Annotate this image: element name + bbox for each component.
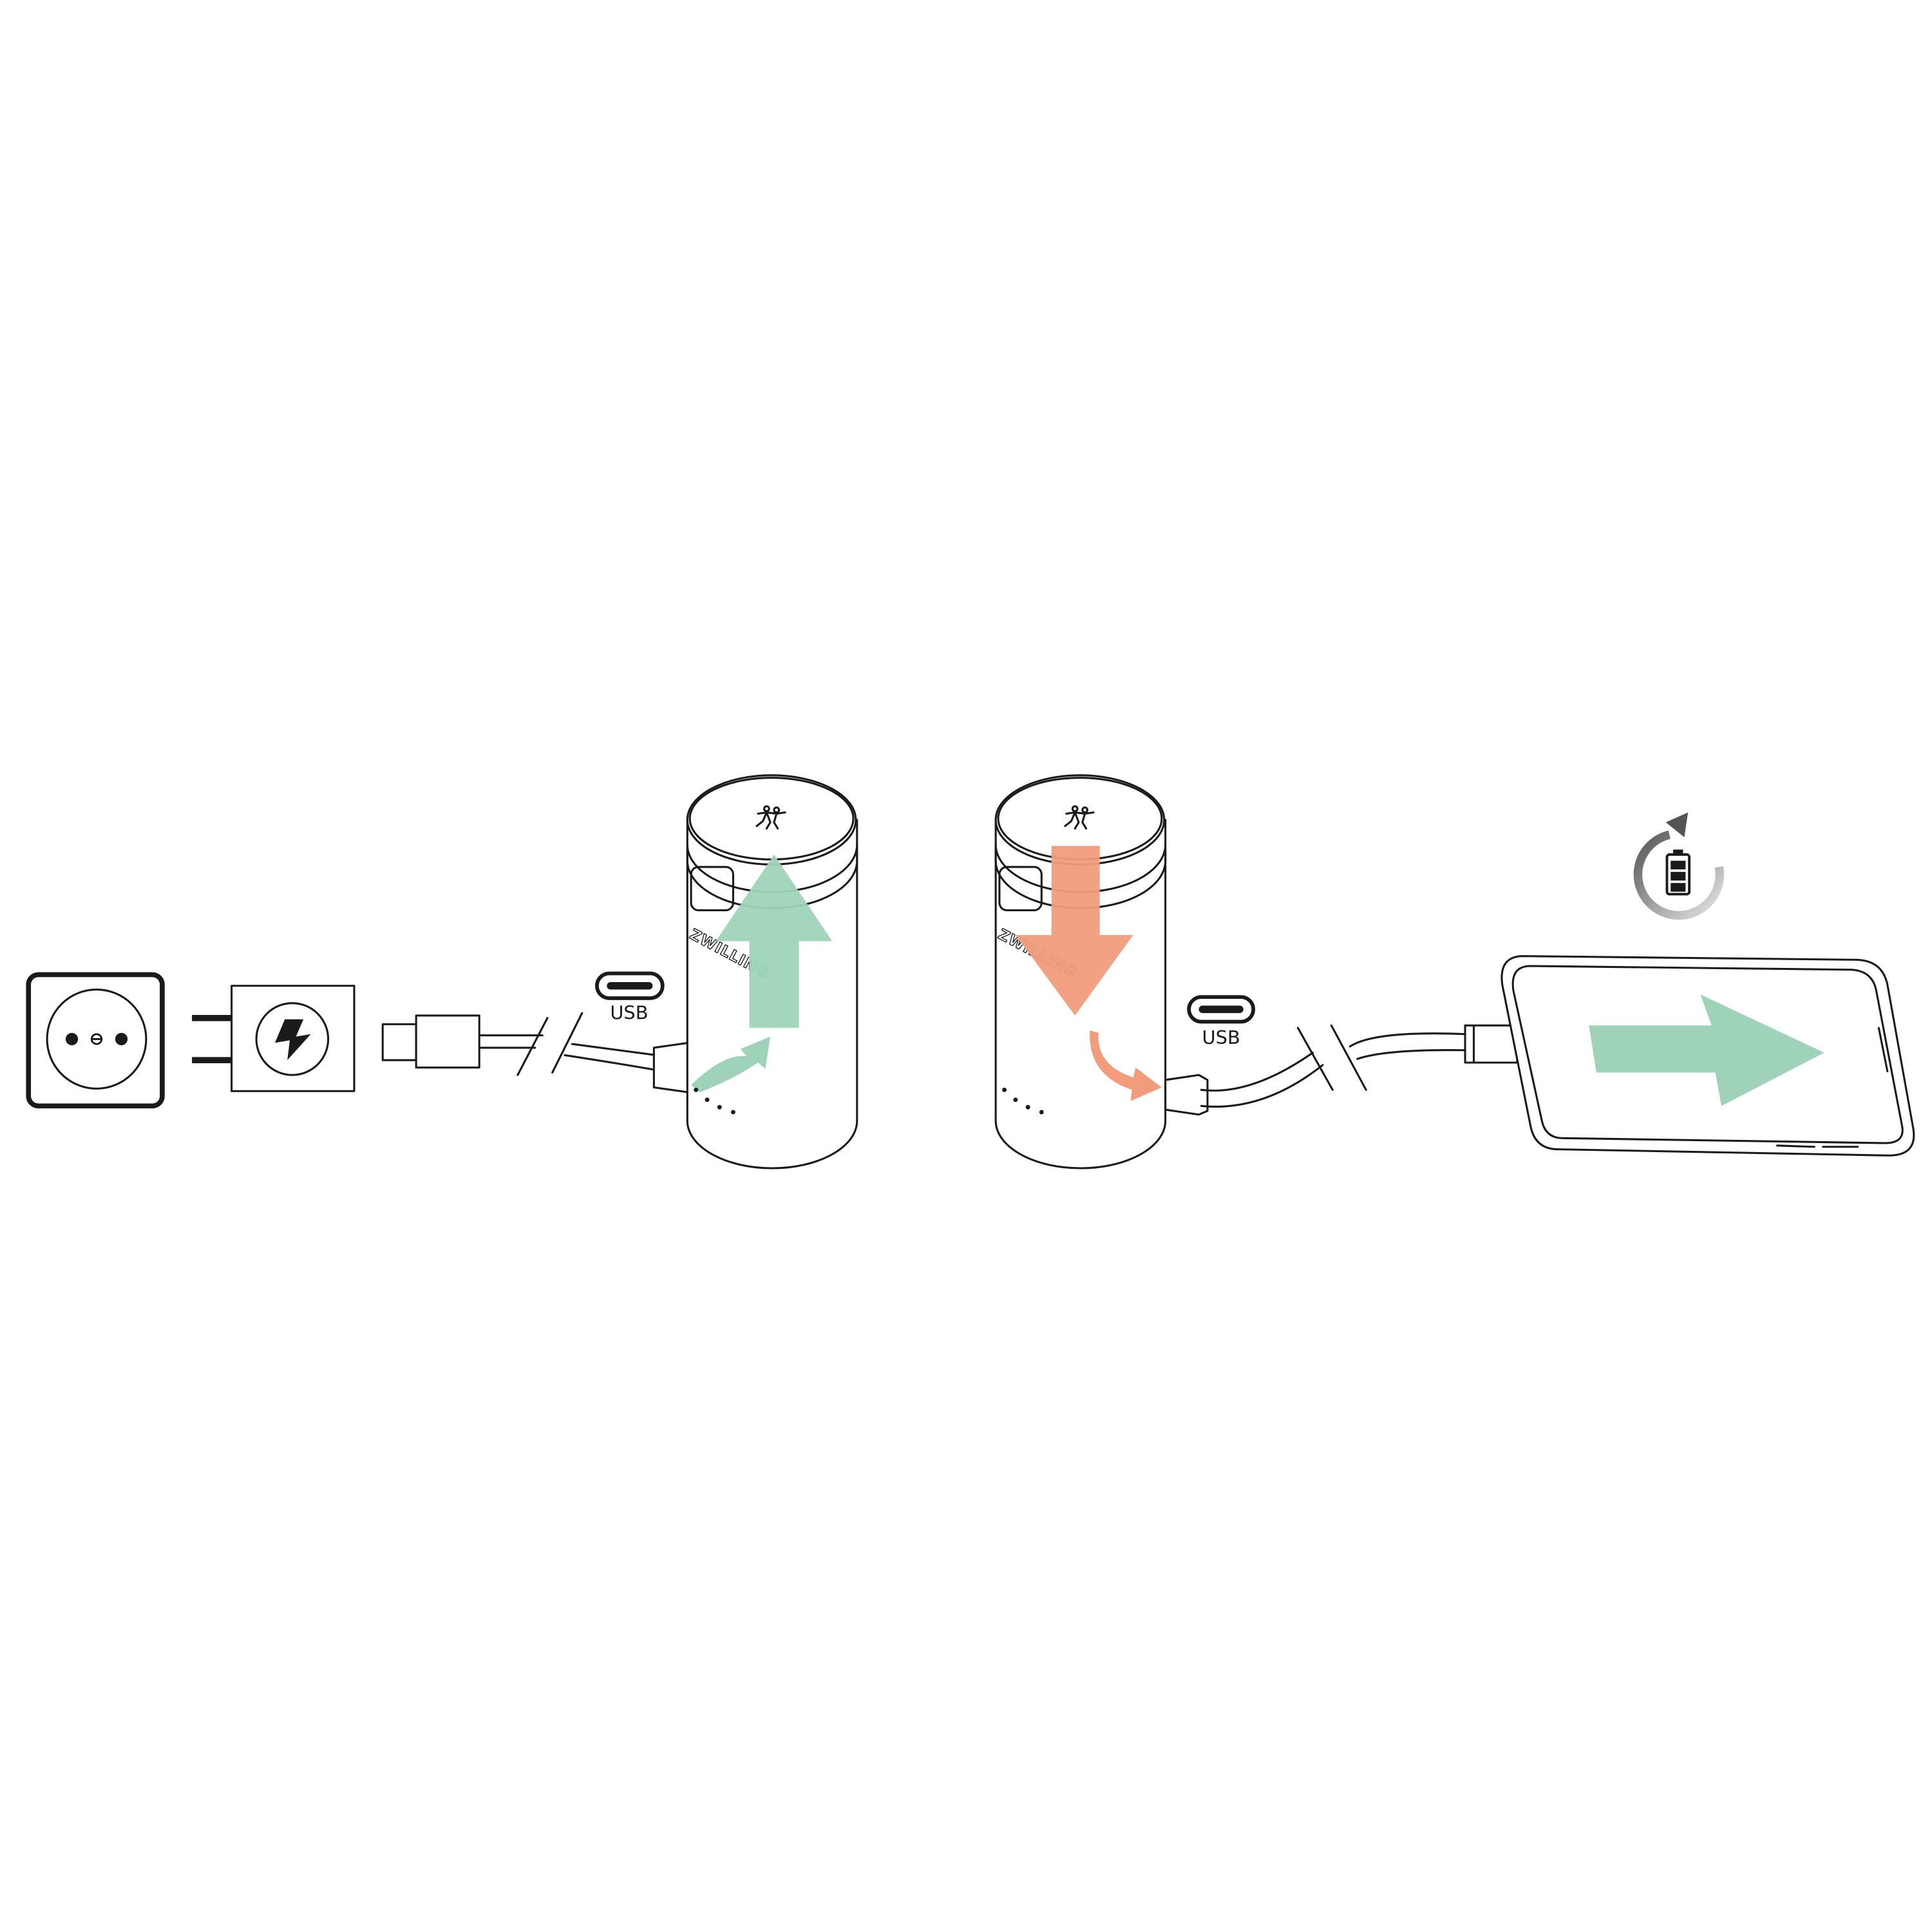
status-led-dots bbox=[1002, 1087, 1044, 1115]
inflow-curve-arrow bbox=[691, 1036, 771, 1093]
usb-c-port-icon: USB bbox=[1187, 995, 1256, 1048]
charging-cycle-icon bbox=[1633, 812, 1725, 920]
smartphone-icon bbox=[1501, 955, 1915, 1157]
battery-icon bbox=[1665, 849, 1690, 896]
charge-to-phone-arrow bbox=[1589, 994, 1824, 1106]
usb-label: USB bbox=[610, 1002, 648, 1024]
lightning-icon bbox=[274, 1019, 311, 1061]
power-adapter-icon bbox=[192, 985, 355, 1092]
zwilling-logo-icon bbox=[1064, 805, 1095, 830]
outflow-curve-arrow bbox=[1090, 1030, 1162, 1101]
usb-cable-out bbox=[1164, 1024, 1519, 1116]
power-bank-charging: ZWILLING bbox=[687, 774, 858, 1170]
power-bank-discharging: ZWILLING bbox=[995, 774, 1167, 1170]
status-led-dots bbox=[694, 1087, 735, 1115]
zwilling-logo-icon bbox=[755, 805, 786, 830]
charge-out-arrow bbox=[1015, 846, 1133, 1016]
usb-label: USB bbox=[1202, 1027, 1240, 1048]
wall-socket-icon bbox=[26, 972, 165, 1109]
usb-cable-in bbox=[381, 1012, 690, 1094]
usb-c-port-icon: USB bbox=[595, 971, 665, 1024]
